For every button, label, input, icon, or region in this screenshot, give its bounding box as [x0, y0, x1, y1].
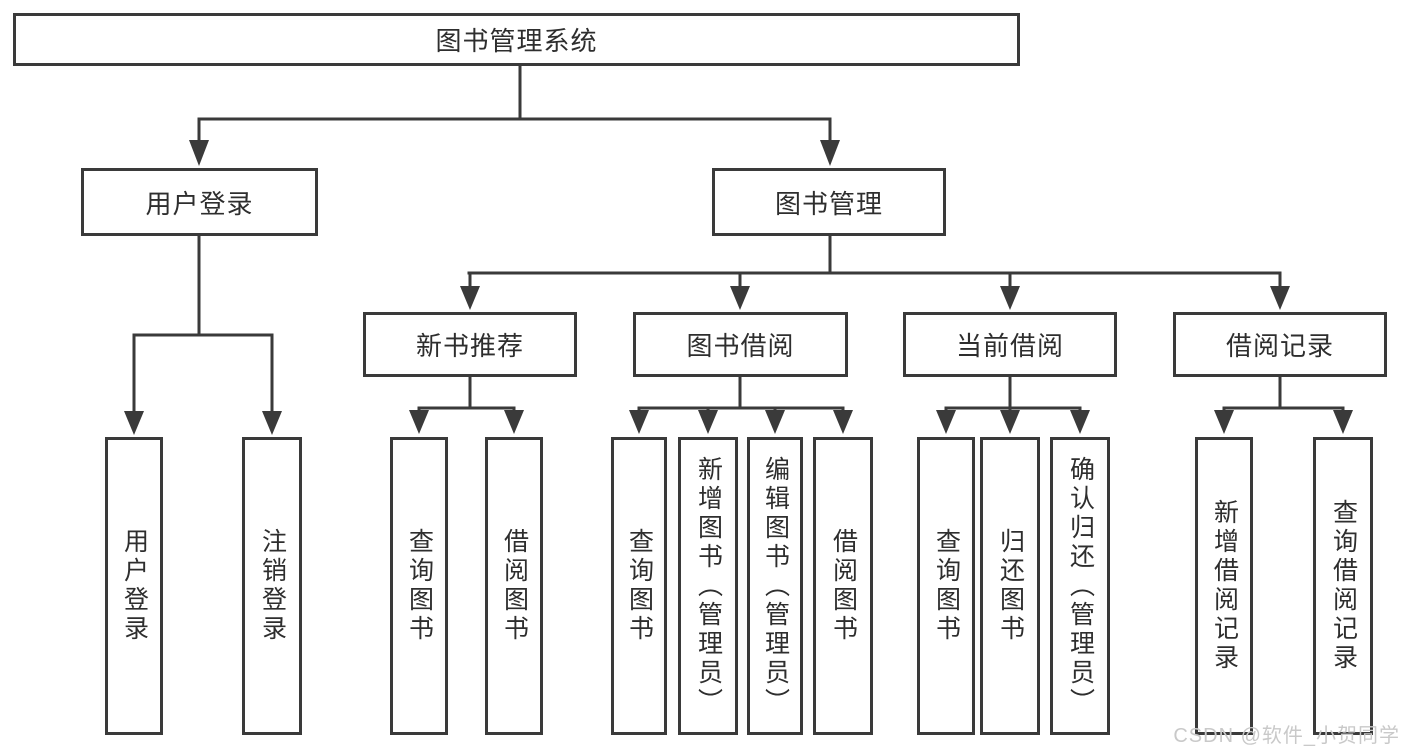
leaf-query-books-borrow-label: 查询图书 — [625, 528, 654, 644]
leaf-add-borrow-record-label: 新增借阅记录 — [1210, 499, 1239, 673]
leaf-edit-books-admin: 编辑图书（管理员） — [747, 437, 803, 735]
leaf-edit-books-admin-label: 编辑图书（管理员） — [761, 455, 790, 717]
node-library-management-system: 图书管理系统 — [13, 13, 1020, 66]
leaf-add-borrow-record: 新增借阅记录 — [1195, 437, 1253, 735]
leaf-borrow-books-recommend-label: 借阅图书 — [500, 528, 529, 644]
node-new-book-recommend: 新书推荐 — [363, 312, 577, 377]
node-user-login: 用户登录 — [81, 168, 318, 236]
leaf-query-books-borrow: 查询图书 — [611, 437, 667, 735]
leaf-confirm-return-admin: 确认归还（管理员） — [1050, 437, 1110, 735]
leaf-user-login: 用户登录 — [105, 437, 163, 735]
node-borrowing-records: 借阅记录 — [1173, 312, 1387, 377]
leaf-logout-login: 注销登录 — [242, 437, 302, 735]
leaf-borrow-books-recommend: 借阅图书 — [485, 437, 543, 735]
leaf-return-books-label: 归还图书 — [996, 528, 1025, 644]
leaf-borrow-books-label: 借阅图书 — [829, 528, 858, 644]
leaf-confirm-return-admin-label: 确认归还（管理员） — [1066, 455, 1095, 717]
leaf-query-books-current-label: 查询图书 — [932, 528, 961, 644]
leaf-query-borrow-record-label: 查询借阅记录 — [1329, 499, 1358, 673]
node-current-borrowing: 当前借阅 — [903, 312, 1117, 377]
leaf-borrow-books: 借阅图书 — [813, 437, 873, 735]
leaf-user-login-label: 用户登录 — [120, 528, 149, 644]
node-book-management: 图书管理 — [712, 168, 946, 236]
leaf-query-books-recommend-label: 查询图书 — [405, 528, 434, 644]
leaf-query-books-recommend: 查询图书 — [390, 437, 448, 735]
leaf-add-books-admin: 新增图书（管理员） — [678, 437, 738, 735]
leaf-return-books: 归还图书 — [980, 437, 1040, 735]
leaf-query-books-current: 查询图书 — [917, 437, 975, 735]
node-book-borrowing: 图书借阅 — [633, 312, 848, 377]
arrowheads — [124, 140, 1353, 435]
leaf-logout-login-label: 注销登录 — [258, 528, 287, 644]
csdn-watermark: CSDN @软件_小贺同学 — [1173, 725, 1400, 747]
leaf-add-books-admin-label: 新增图书（管理员） — [694, 455, 723, 717]
leaf-query-borrow-record: 查询借阅记录 — [1313, 437, 1373, 735]
